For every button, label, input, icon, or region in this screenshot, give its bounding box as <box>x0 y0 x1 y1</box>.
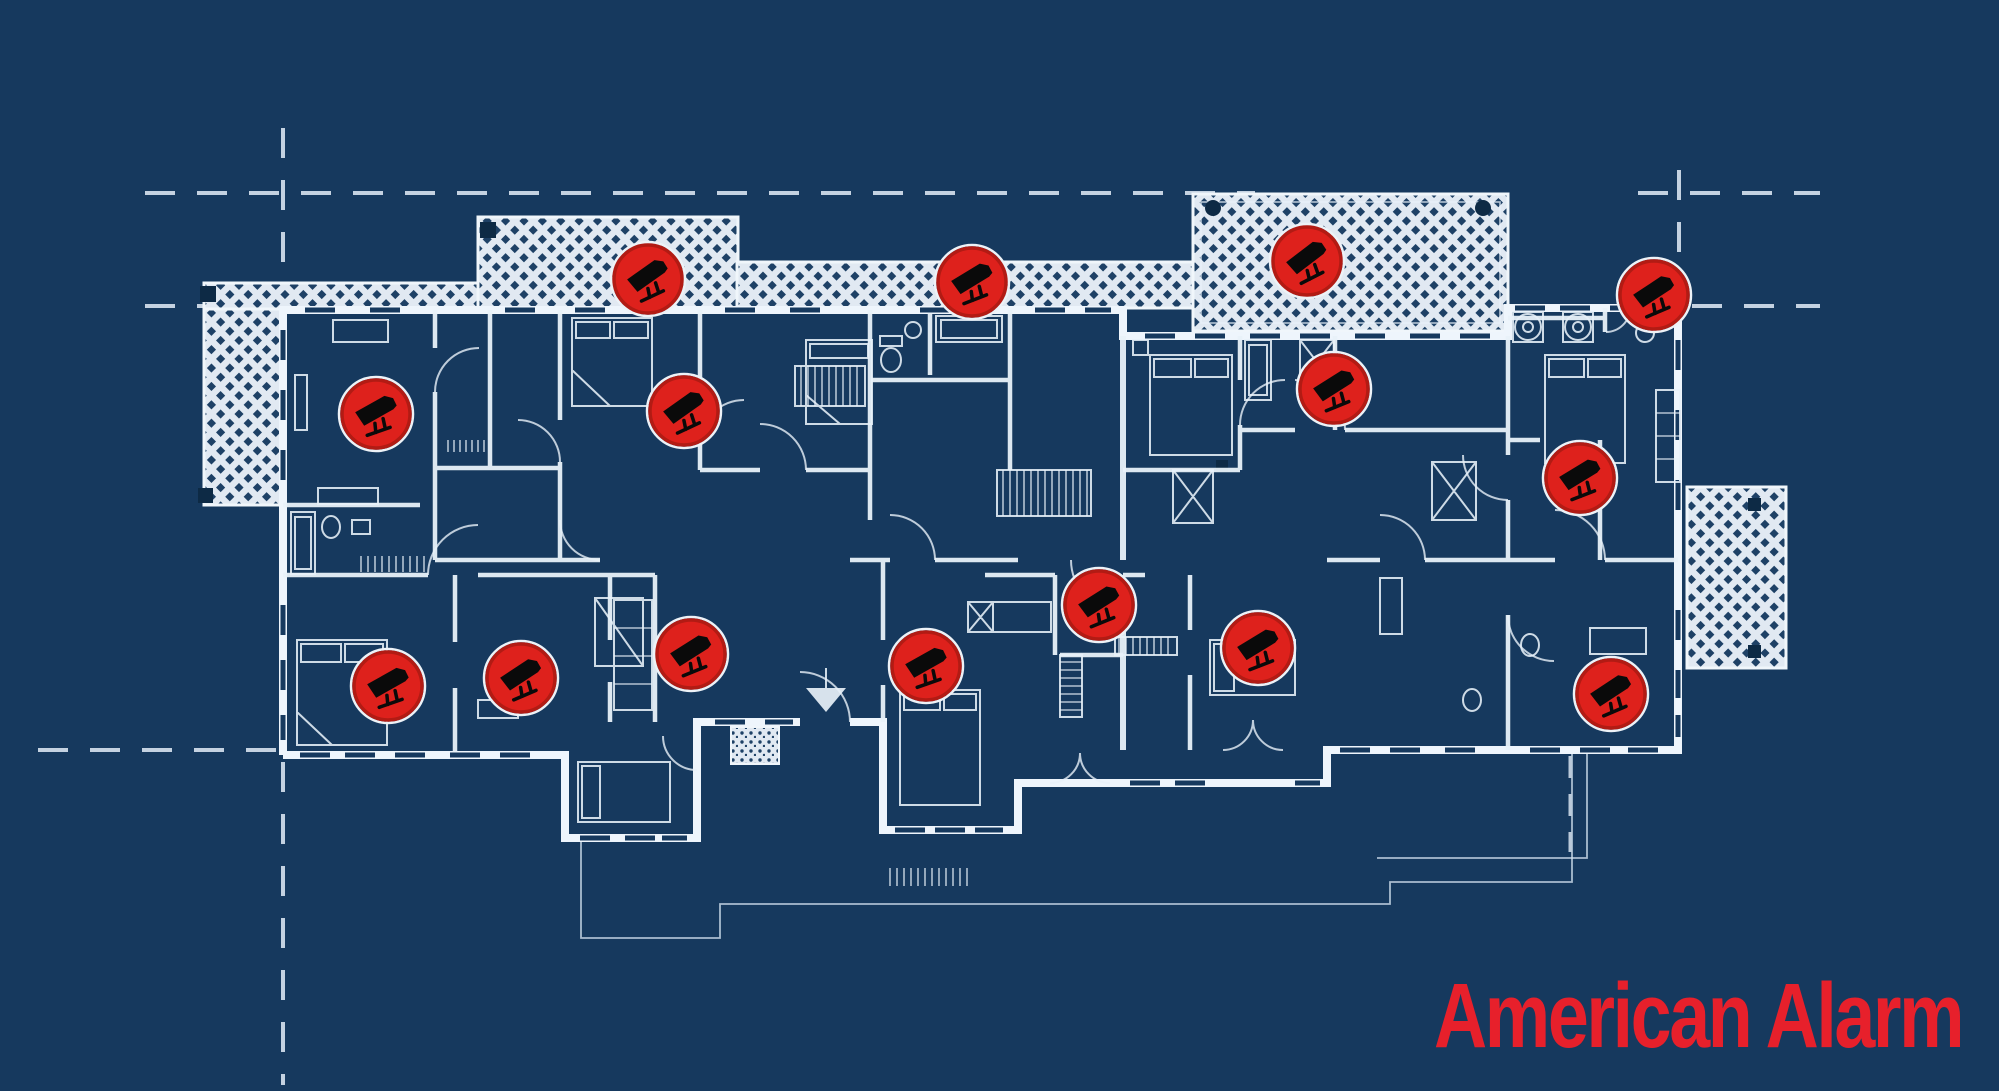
security-camera-marker[interactable] <box>1218 608 1298 688</box>
cctv-camera-icon <box>349 647 427 725</box>
door-swings <box>427 307 1631 784</box>
security-camera-marker[interactable] <box>1059 565 1139 645</box>
security-camera-marker[interactable] <box>348 646 428 726</box>
cctv-camera-icon <box>1615 256 1693 334</box>
cctv-camera-icon <box>887 627 965 705</box>
security-camera-marker[interactable] <box>608 239 688 319</box>
entry-pad <box>730 726 780 765</box>
security-camera-marker[interactable] <box>932 242 1012 322</box>
cctv-camera-icon <box>1219 609 1297 687</box>
deck-inner-border <box>1200 201 1501 324</box>
cctv-camera-icon <box>609 240 687 318</box>
cctv-camera-icon <box>1572 655 1650 733</box>
deck-top-right-block <box>1191 192 1510 333</box>
cctv-camera-icon <box>1541 439 1619 517</box>
deck-right-block <box>1685 485 1788 670</box>
security-camera-marker[interactable] <box>481 638 561 718</box>
entry-arrow <box>806 668 846 712</box>
cctv-camera-icon <box>337 375 415 453</box>
furniture-outlines <box>290 311 1681 823</box>
cctv-camera-icon <box>645 372 723 450</box>
security-camera-marker[interactable] <box>644 371 724 451</box>
cctv-camera-icon <box>933 243 1011 321</box>
security-camera-marker[interactable] <box>886 626 966 706</box>
security-camera-marker[interactable] <box>1614 255 1694 335</box>
cctv-camera-icon <box>1295 350 1373 428</box>
deck-left-strip <box>202 281 286 507</box>
security-camera-marker[interactable] <box>1267 221 1347 301</box>
cctv-camera-icon <box>482 639 560 717</box>
window-openings <box>280 305 1681 841</box>
site-outline <box>580 753 1588 939</box>
security-camera-marker[interactable] <box>1540 438 1620 518</box>
deck-band-left <box>202 281 482 311</box>
brand-logo: American Alarm <box>1433 965 1965 1067</box>
stair-treads <box>360 366 1680 886</box>
security-camera-marker[interactable] <box>651 614 731 694</box>
cctv-camera-icon <box>1268 222 1346 300</box>
security-camera-marker[interactable] <box>1294 349 1374 429</box>
cctv-camera-icon <box>1060 566 1138 644</box>
security-camera-marker[interactable] <box>1571 654 1651 734</box>
security-camera-marker[interactable] <box>336 374 416 454</box>
cctv-camera-icon <box>652 615 730 693</box>
